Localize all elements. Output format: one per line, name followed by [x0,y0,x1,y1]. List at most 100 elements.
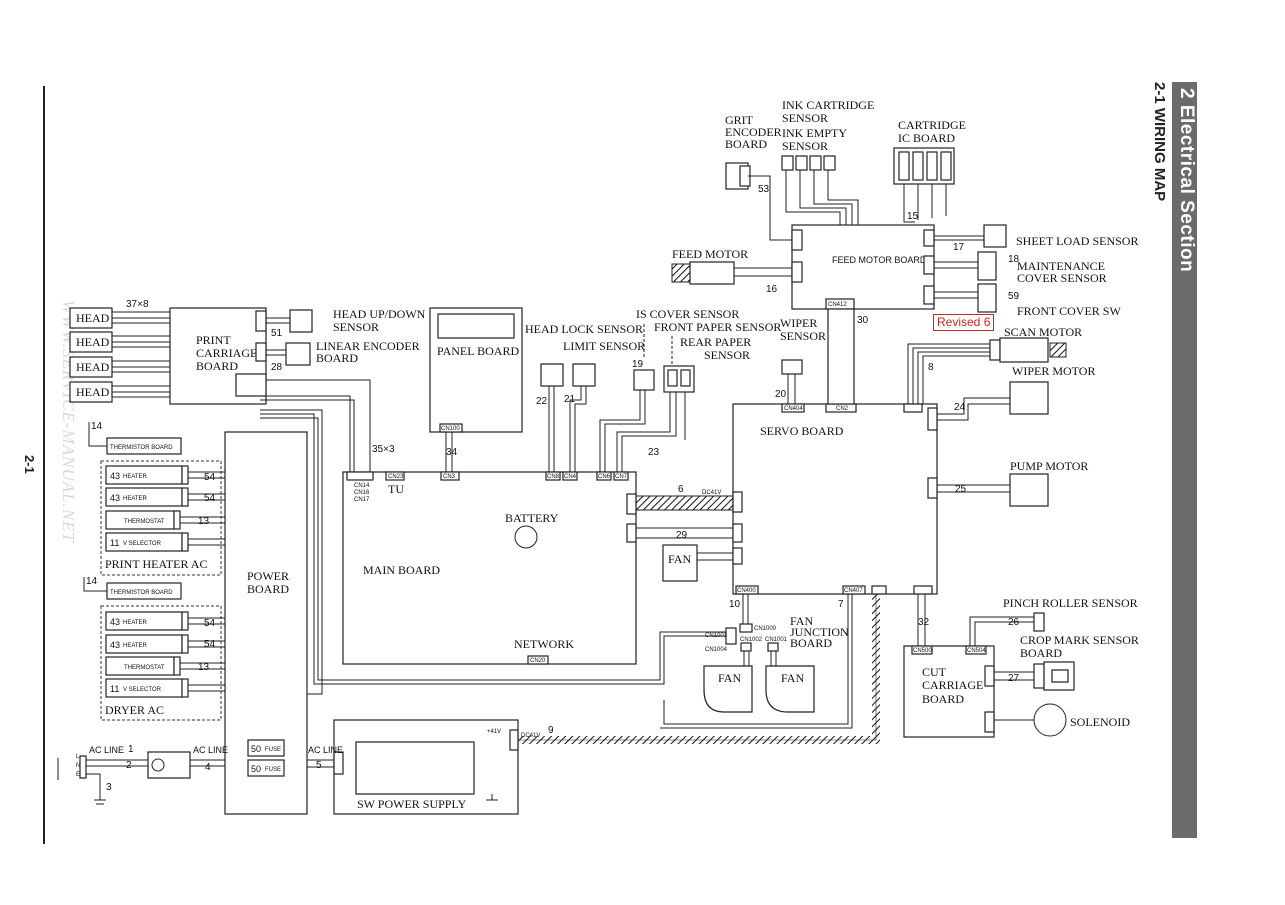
svg-text:BOARD: BOARD [790,636,832,650]
svg-text:THERMOSTAT: THERMOSTAT [124,519,165,525]
svg-text:+41V: +41V [487,729,501,735]
svg-text:7: 7 [838,599,844,610]
svg-text:53: 53 [758,184,770,195]
svg-text:COVER SENSOR: COVER SENSOR [1017,271,1107,285]
svg-text:FUSE: FUSE [265,747,281,753]
svg-text:CN8: CN8 [547,474,560,480]
svg-text:IS COVER SENSOR: IS COVER SENSOR [636,307,739,321]
svg-text:THERMISTOR BOARD: THERMISTOR BOARD [110,590,173,596]
svg-text:24: 24 [954,402,966,413]
svg-text:PINCH ROLLER SENSOR: PINCH ROLLER SENSOR [1003,596,1138,610]
svg-text:43: 43 [110,471,120,481]
svg-text:CN100: CN100 [441,426,460,432]
svg-text:CN7: CN7 [615,474,628,480]
svg-text:54: 54 [204,639,216,650]
svg-text:19: 19 [632,359,644,370]
svg-text:CN23: CN23 [388,474,404,480]
svg-text:43: 43 [110,640,120,650]
svg-text:CN412: CN412 [828,302,847,308]
svg-text:CN404: CN404 [784,406,803,412]
svg-text:CN1002: CN1002 [740,637,763,643]
is-cover-and-paper-sensors: IS COVER SENSOR FRONT PAPER SENSOR REAR … [599,307,781,472]
pinch-roller-sensor: PINCH ROLLER SENSOR 26 [969,596,1138,646]
section-bar [1172,82,1197,838]
svg-text:21: 21 [564,394,576,405]
ac-input: L N E AC LINE 1 2 3 AC LINE 4 [57,744,228,805]
servo-board [732,403,938,595]
svg-text:REAR PAPER: REAR PAPER [680,335,751,349]
svg-text:AC LINE: AC LINE [308,745,343,755]
svg-text:26: 26 [1008,617,1020,628]
fan-left [703,665,753,713]
svg-text:15: 15 [907,211,919,222]
svg-text:43: 43 [110,493,120,503]
wiper-motor: WIPER MOTOR 24 [937,364,1095,421]
svg-text:MAIN BOARD: MAIN BOARD [363,563,440,577]
svg-text:4: 4 [205,762,211,773]
linear-encoder-board: 28 LINEAR ENCODER BOARD [266,339,420,373]
svg-text:FAN: FAN [781,671,804,685]
svg-text:8: 8 [928,362,934,373]
svg-text:SOLENOID: SOLENOID [1070,715,1130,729]
svg-text:ENCODER: ENCODER [725,125,782,139]
svg-text:POWER: POWER [247,569,289,583]
solenoid: SOLENOID [994,703,1130,737]
svg-text:28: 28 [271,362,283,373]
svg-text:N: N [76,763,80,769]
servo-fan: FAN [662,544,733,582]
svg-text:11: 11 [110,684,119,694]
svg-text:LINEAR ENCODER: LINEAR ENCODER [316,339,420,353]
svg-text:CN500: CN500 [913,648,932,654]
svg-text:CN504: CN504 [967,648,986,654]
svg-text:10: 10 [729,599,741,610]
front-cover-sw: 59 FRONT COVER SW [934,283,1121,318]
svg-text:14: 14 [86,576,98,587]
svg-text:BOARD: BOARD [316,351,358,365]
svg-text:27: 27 [1008,673,1020,684]
svg-text:V SELECTOR: V SELECTOR [123,687,162,693]
svg-text:FRONT PAPER SENSOR: FRONT PAPER SENSOR [654,320,781,334]
svg-text:HEAD: HEAD [76,311,110,325]
svg-text:BOARD: BOARD [1020,646,1062,660]
svg-text:HEATER: HEATER [123,496,148,502]
svg-text:CN17: CN17 [354,497,370,503]
svg-text:PRINT: PRINT [196,333,231,347]
svg-text:GRIT: GRIT [725,113,754,127]
svg-text:CN4: CN4 [564,474,577,480]
svg-text:3: 3 [106,782,112,793]
svg-text:BOARD: BOARD [196,359,238,373]
svg-text:DC41V: DC41V [521,733,540,739]
svg-text:IC BOARD: IC BOARD [898,131,955,145]
svg-text:DRYER AC: DRYER AC [105,703,164,717]
left-rule [43,86,45,844]
svg-text:SERVO BOARD: SERVO BOARD [760,424,844,438]
svg-text:INK CARTRIDGE: INK CARTRIDGE [782,98,874,112]
svg-text:50: 50 [251,764,261,774]
head-updown-sensor: 51 HEAD UP/DOWN SENSOR [266,307,426,339]
svg-text:35×3: 35×3 [372,444,395,455]
svg-text:HEATER: HEATER [123,620,148,626]
svg-text:PUMP MOTOR: PUMP MOTOR [1010,459,1088,473]
svg-text:FRONT COVER SW: FRONT COVER SW [1017,304,1121,318]
svg-text:TU: TU [388,482,404,496]
maintenance-cover-sensor: 18 MAINTENANCE COVER SENSOR [934,251,1107,285]
svg-text:HEAD LOCK SENSOR: HEAD LOCK SENSOR [525,322,643,336]
svg-text:SENSOR: SENSOR [782,139,828,153]
svg-text:LIMIT SENSOR: LIMIT SENSOR [563,339,645,353]
svg-text:43: 43 [110,617,120,627]
revised-badge: Revised 6 [933,314,995,331]
svg-text:HEATER: HEATER [123,474,148,480]
svg-text:CARRIAGE: CARRIAGE [922,678,983,692]
svg-text:29: 29 [676,530,688,541]
svg-text:CN20: CN20 [530,658,546,664]
svg-text:SENSOR: SENSOR [782,111,828,125]
svg-text:CN14: CN14 [354,483,370,489]
svg-text:V SELECTOR: V SELECTOR [123,541,162,547]
svg-text:11: 11 [110,538,119,548]
svg-text:NETWORK: NETWORK [514,637,574,651]
svg-text:CROP MARK SENSOR: CROP MARK SENSOR [1020,633,1139,647]
svg-text:30: 30 [857,315,869,326]
